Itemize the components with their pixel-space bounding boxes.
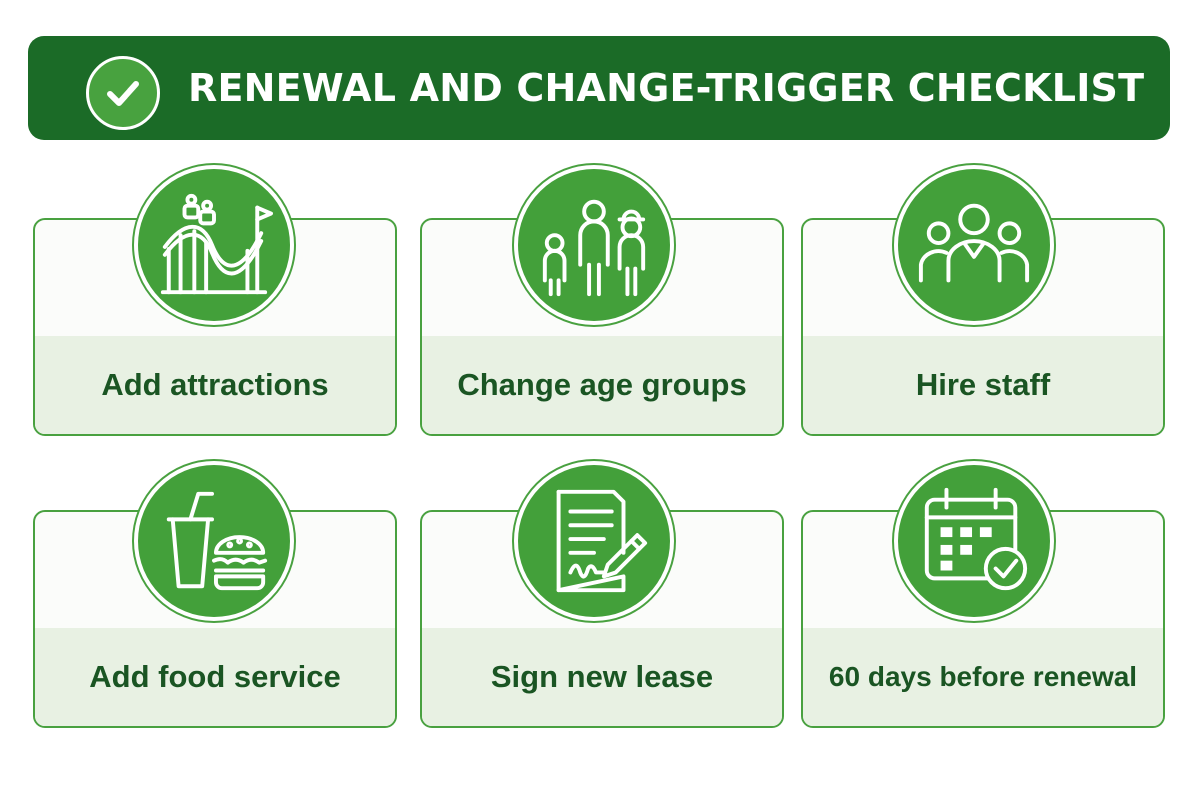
badge-age-groups	[512, 163, 676, 327]
checklist-card-renewal: 60 days before renewal	[801, 510, 1165, 728]
document-signature-icon	[556, 489, 648, 593]
card-label: Sign new lease	[490, 659, 714, 694]
card-footer: Add food service	[35, 628, 395, 726]
card-label: Change age groups	[457, 367, 747, 402]
card-footer: Add attractions	[35, 336, 395, 434]
card-label: Add attractions	[101, 367, 329, 402]
page-title: RENEWAL AND CHANGE-TRIGGER CHECKLIST	[188, 66, 1145, 110]
badge-food-service	[132, 459, 296, 623]
header-banner: RENEWAL AND CHANGE-TRIGGER CHECKLIST	[28, 36, 1170, 140]
badge-attractions	[132, 163, 296, 327]
roller-coaster-icon	[160, 193, 273, 295]
staff-group-icon	[918, 203, 1030, 283]
calendar-check-icon	[924, 487, 1028, 591]
card-footer: Hire staff	[803, 336, 1163, 434]
card-label: Add food service	[89, 659, 341, 694]
badge-hire-staff	[892, 163, 1056, 327]
drink-burger-icon	[166, 491, 268, 591]
family-icon	[542, 199, 646, 297]
card-label: 60 days before renewal	[828, 661, 1138, 692]
card-footer: Sign new lease	[422, 628, 782, 726]
badge-new-lease	[512, 459, 676, 623]
card-footer: Change age groups	[422, 336, 782, 434]
card-footer: 60 days before renewal	[803, 628, 1163, 726]
badge-renewal	[892, 459, 1056, 623]
card-label: Hire staff	[915, 367, 1051, 402]
check-circle-icon	[86, 56, 160, 130]
